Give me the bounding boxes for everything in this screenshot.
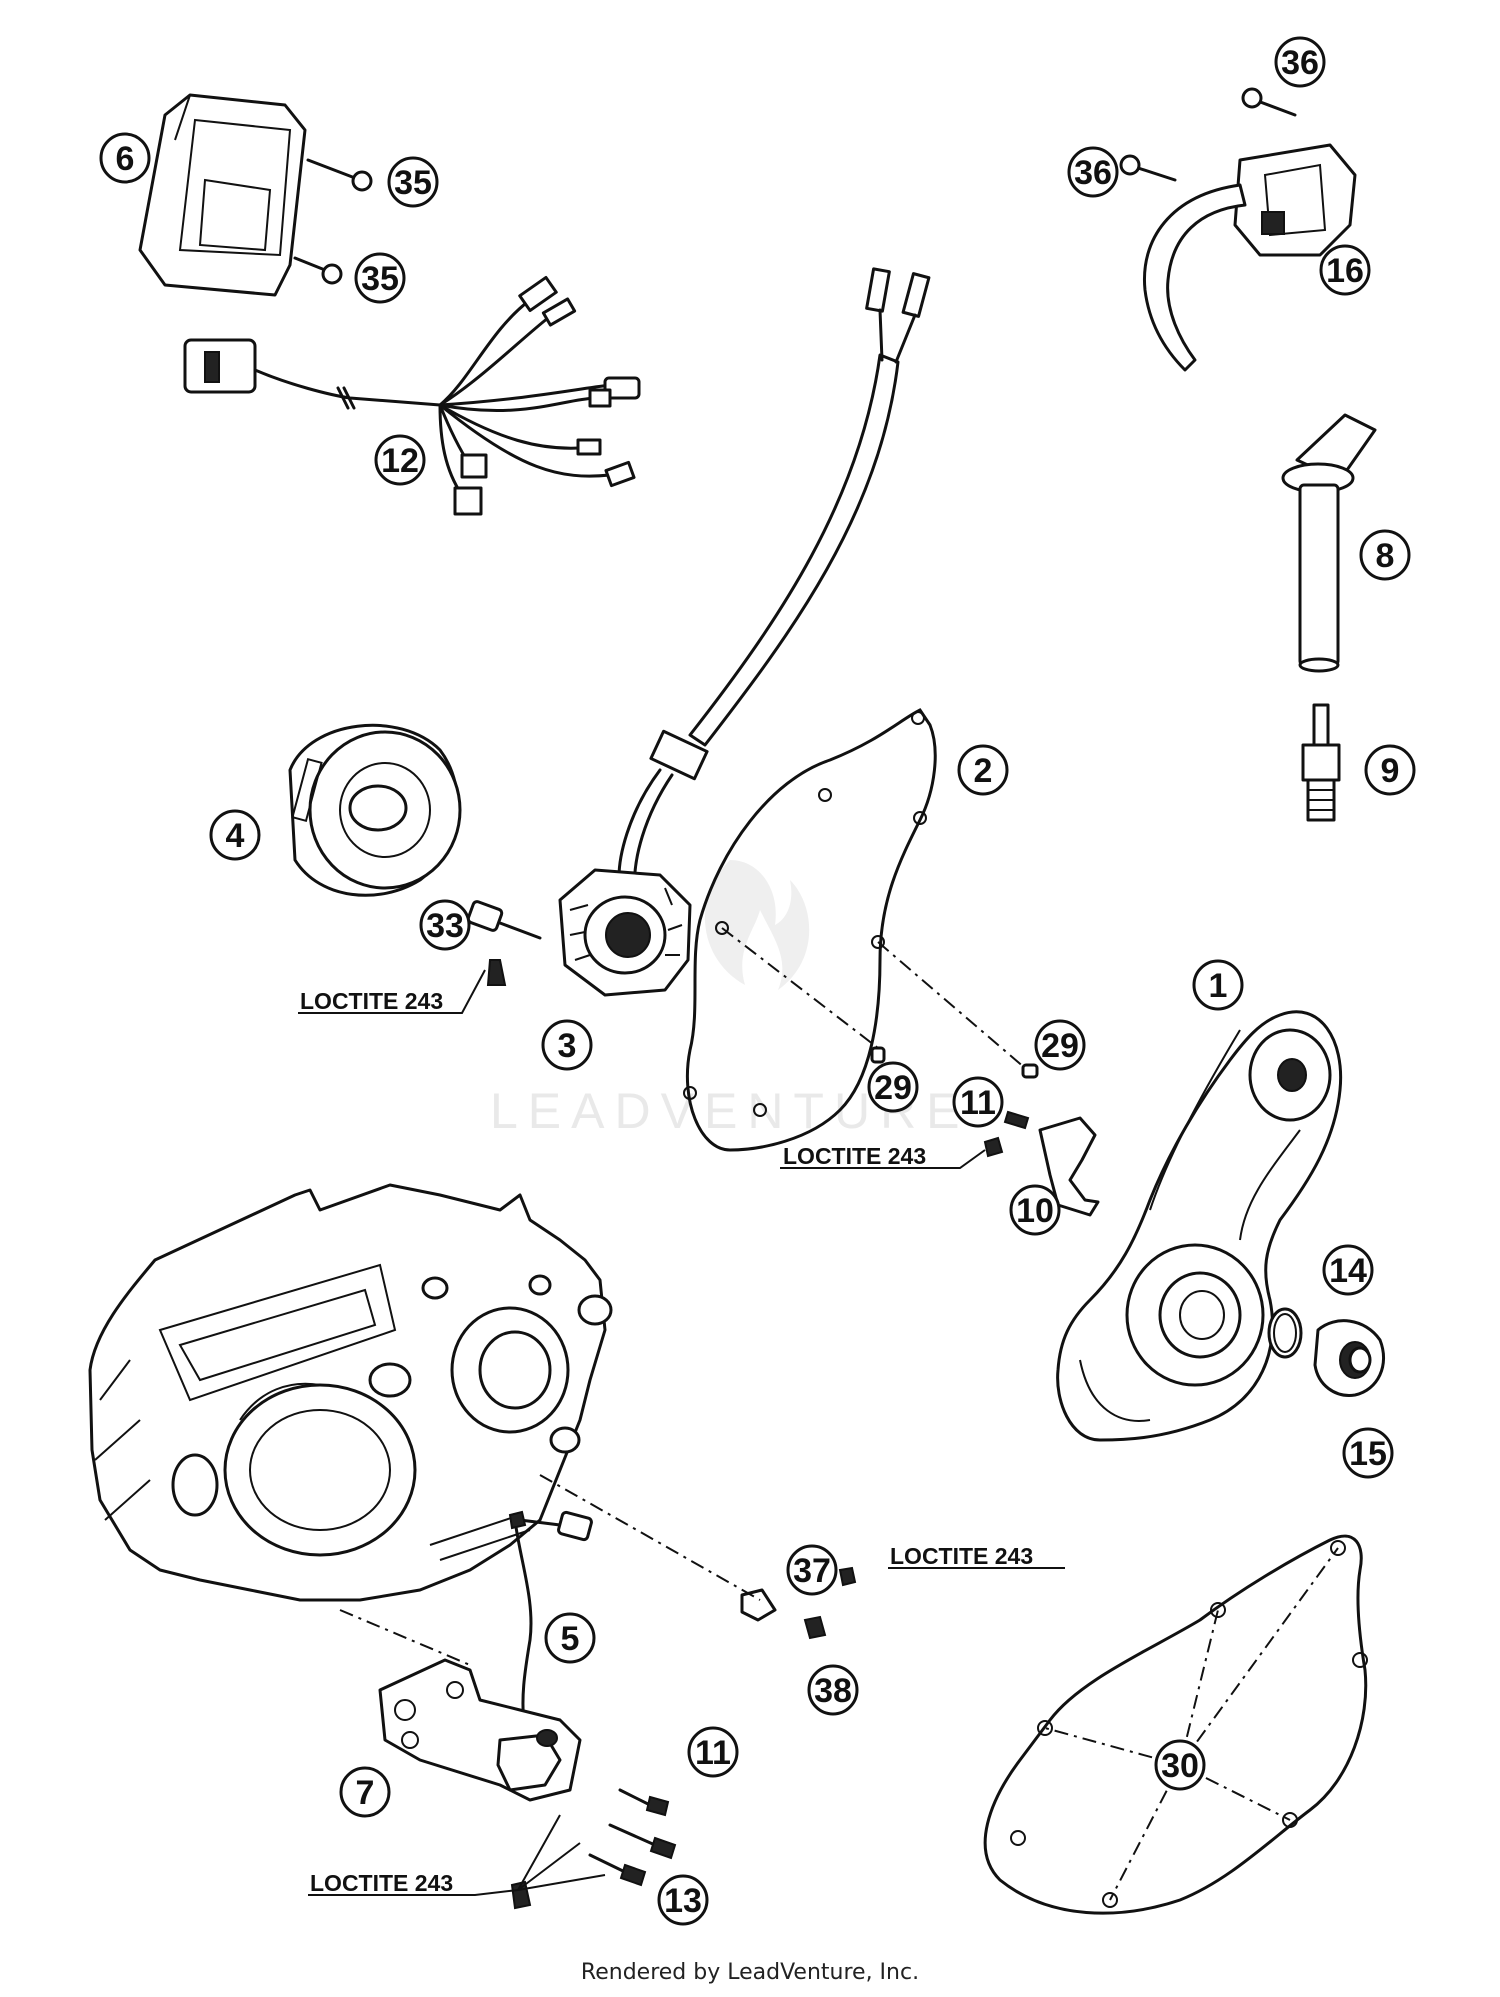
callout-4: 4	[209, 809, 261, 861]
callout-29-left: 29	[867, 1061, 919, 1113]
part-3-stator-cable	[617, 267, 931, 894]
part-15-screw-plug	[1313, 1319, 1386, 1397]
callout-15-label: 15	[1349, 1435, 1387, 1473]
callout-36-lower-label: 36	[1074, 154, 1112, 192]
part-3-stator	[558, 868, 692, 997]
callout-10-label: 10	[1016, 1192, 1054, 1230]
callout-6-label: 6	[116, 140, 135, 178]
part-36-bolt-upper	[1241, 87, 1297, 117]
callout-29-right: 29	[1034, 1019, 1086, 1071]
part-11-screw-lower	[618, 1788, 670, 1817]
part-4-flywheel	[288, 723, 462, 897]
part-8-spark-plug-cap	[1281, 413, 1377, 673]
callout-11-lower: 11	[687, 1726, 739, 1778]
assembly-lines	[339, 927, 1026, 1666]
callout-35-lower-label: 35	[361, 260, 399, 298]
part-13-screws	[510, 1823, 677, 1910]
part-30-crankcase-gasket	[983, 1534, 1368, 1915]
callout-9: 9	[1364, 744, 1416, 796]
callout-30-label: 30	[1161, 1747, 1199, 1785]
callout-3-label: 3	[558, 1027, 577, 1065]
callout-29-left-label: 29	[874, 1069, 912, 1107]
part-7-pulse-generator	[378, 1658, 582, 1802]
part-1-ignition-cover	[1056, 1010, 1343, 1442]
callout-38: 38	[807, 1664, 859, 1716]
callout-14: 14	[1322, 1244, 1374, 1296]
callout-35-upper: 35	[387, 156, 439, 208]
part-36-bolt-lower	[1119, 154, 1177, 182]
part-16-ignition-coil	[1142, 143, 1357, 372]
callout-11-lower-label: 11	[695, 1734, 731, 1772]
callout-38-label: 38	[814, 1672, 852, 1710]
footer-credit: Rendered by LeadVenture, Inc.	[580, 1960, 920, 1985]
callout-37: 37	[786, 1544, 838, 1596]
callout-11-upper: 11	[952, 1076, 1004, 1128]
part-12-wiring-harness	[183, 275, 641, 516]
callout-10: 10	[1009, 1184, 1061, 1236]
callout-5-label: 5	[561, 1620, 580, 1658]
callout-1: 1	[1192, 959, 1244, 1011]
callout-7: 7	[339, 1766, 391, 1818]
callout-14-label: 14	[1329, 1252, 1367, 1290]
part-6-cdi-unit	[138, 93, 307, 297]
part-14-o-ring	[1267, 1307, 1303, 1359]
part-9-spark-plug	[1301, 703, 1341, 822]
part-35-bolt-upper	[306, 158, 373, 192]
callout-9-label: 9	[1381, 752, 1400, 790]
callout-12-label: 12	[381, 442, 419, 480]
callout-36-lower: 36	[1067, 146, 1119, 198]
callout-33-label: 33	[426, 907, 464, 945]
part-35-bolt-lower	[293, 256, 343, 285]
loctite-label-case: LOCTITE 243	[890, 1543, 1033, 1569]
callout-15: 15	[1342, 1427, 1394, 1479]
callout-11-upper-label: 11	[960, 1084, 996, 1122]
callout-6: 6	[99, 132, 151, 184]
part-2-ignition-cover-gasket	[683, 708, 937, 1152]
callout-2-label: 2	[974, 752, 993, 790]
callout-35-upper-label: 35	[394, 164, 432, 202]
part-29-dowel-right	[1021, 1063, 1039, 1079]
callout-16-label: 16	[1326, 252, 1364, 290]
callout-4-label: 4	[226, 817, 245, 855]
part-33-screw	[466, 900, 542, 986]
callout-35-lower: 35	[354, 252, 406, 304]
callout-8: 8	[1359, 529, 1411, 581]
callout-13-label: 13	[664, 1882, 702, 1920]
leader-lines	[298, 969, 1065, 1896]
loctite-label-pickup: LOCTITE 243	[310, 1870, 453, 1896]
callout-8-label: 8	[1376, 537, 1395, 575]
part-37-washer	[740, 1566, 857, 1622]
callout-13: 13	[657, 1874, 709, 1926]
part-5-pulse-generator-cable	[508, 1510, 593, 1732]
callout-16: 16	[1319, 244, 1371, 296]
loctite-label-cover: LOCTITE 243	[783, 1143, 926, 1169]
callout-2: 2	[957, 744, 1009, 796]
part-29-dowel-left	[870, 1046, 886, 1064]
callout-1-label: 1	[1209, 967, 1228, 1005]
callout-37-label: 37	[793, 1552, 831, 1590]
callout-30: 30	[1154, 1739, 1206, 1791]
callout-36-upper: 36	[1274, 36, 1326, 88]
part-11-screw-upper	[983, 1110, 1030, 1158]
callout-5: 5	[544, 1612, 596, 1664]
callout-7-label: 7	[356, 1774, 375, 1812]
callout-36-upper-label: 36	[1281, 44, 1319, 82]
part-38-screw	[803, 1615, 827, 1640]
callout-3: 3	[541, 1019, 593, 1071]
crankcase	[88, 1183, 613, 1602]
callout-33: 33	[419, 899, 471, 951]
callout-12: 12	[374, 434, 426, 486]
flame-logo-icon	[704, 860, 810, 990]
loctite-label-stator: LOCTITE 243	[300, 988, 443, 1014]
callout-29-right-label: 29	[1041, 1027, 1079, 1065]
